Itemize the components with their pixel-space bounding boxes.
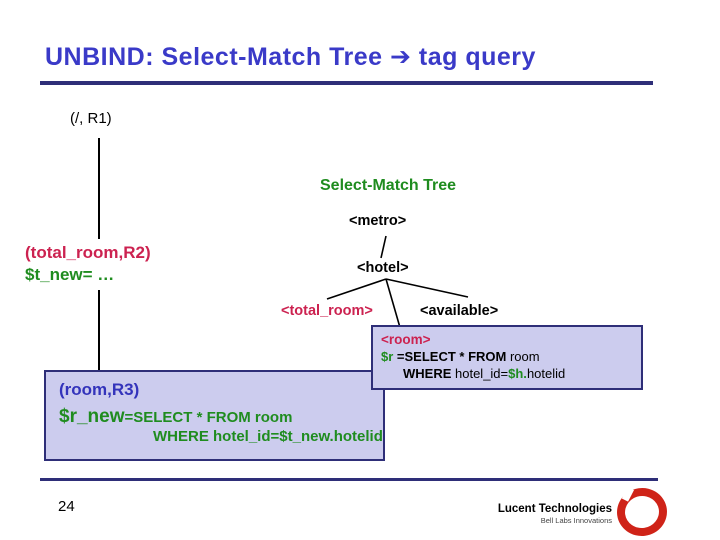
total-room-binding-label: (total_room,R2) [25, 243, 151, 262]
edge-hotel-total-room [326, 278, 387, 300]
title-underline [40, 81, 653, 85]
room-var-h: $h. [508, 366, 527, 381]
page-title: UNBIND: Select-Match Tree ➔ tag query [45, 43, 536, 71]
room-q2-field: hotel_id= [451, 366, 509, 381]
lucent-brand-name: Lucent Technologies [497, 503, 612, 515]
r3-q1-text: =SELECT * FROM room [124, 409, 293, 426]
room-query-line1: $r =SELECT * FROM room [381, 348, 633, 365]
lucent-ring-icon [613, 484, 671, 540]
room-q2-keyword: WHERE [403, 366, 452, 381]
room-tag-label: <room> [381, 332, 431, 347]
room-r3-box: (room,R3) $r_new=SELECT * FROM room WHER… [44, 370, 385, 461]
room-q2-rest: hotelid [526, 366, 566, 381]
room-r3-label: (room,R3) [59, 380, 140, 399]
tree-caption: Select-Match Tree [320, 177, 457, 194]
room-query-line2: WHERE hotel_id=$h.hotelid [403, 365, 633, 382]
r3-query-line1: $r_new=SELECT * FROM room [59, 406, 383, 428]
room-q1-keywords: =SELECT * FROM [393, 349, 507, 364]
edge-metro-hotel [380, 235, 387, 259]
room-query-box: <room> $r =SELECT * FROM room WHERE hote… [371, 325, 643, 390]
lucent-tagline: Bell Labs Innovations [540, 516, 612, 525]
t-new-assignment-label: $t_new= … [25, 265, 115, 284]
lucent-ring-gap [621, 486, 634, 502]
r3-var-r-new: $r_new [59, 406, 125, 427]
tree-node-metro: <metro> [349, 213, 407, 229]
connector-line-lower [98, 290, 100, 371]
page-number: 24 [58, 498, 75, 515]
r3-query-line2: WHERE hotel_id=$t_new.hotelid [153, 428, 383, 445]
room-var-r: $r [381, 349, 394, 364]
room-q1-table: room [506, 349, 540, 364]
connector-line-upper [98, 138, 100, 239]
root-binding-label: (/, R1) [70, 110, 112, 127]
edge-hotel-room [385, 278, 402, 332]
tree-node-total-room: <total_room> [281, 303, 373, 319]
edge-hotel-available [385, 278, 469, 298]
lucent-logo-text: Lucent Technologies Bell Labs Innovation… [450, 503, 612, 525]
tree-node-available: <available> [420, 303, 499, 319]
footer-rule [40, 478, 658, 481]
tree-node-hotel: <hotel> [357, 260, 409, 276]
